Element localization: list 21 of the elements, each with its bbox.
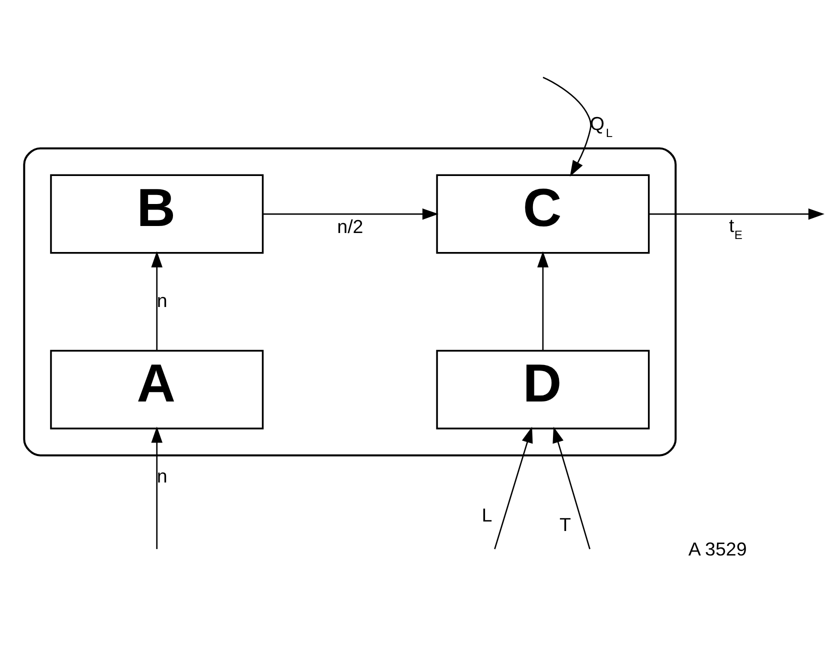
edge-label: Q$_{L}$ [590,112,613,140]
node-box: B [50,174,264,254]
cluster [23,147,677,456]
edge-label: n [156,290,168,311]
arrow [552,426,590,550]
arrow [542,76,592,177]
node-box: D [436,350,650,430]
arrow [151,251,162,350]
arrow [537,251,549,350]
edge-label: n/2 [337,216,364,238]
arrow [262,208,439,220]
node-box: A [50,350,264,430]
node-box: C [436,174,650,254]
arrow [648,208,824,220]
edge-label: n [156,465,168,486]
arrow [151,426,162,550]
edge-label: L [482,504,492,526]
arrow [494,426,533,550]
label: A 3529 [688,538,747,560]
edge-label: T [559,514,571,535]
edge-label: t$_{E}$ [729,214,742,242]
